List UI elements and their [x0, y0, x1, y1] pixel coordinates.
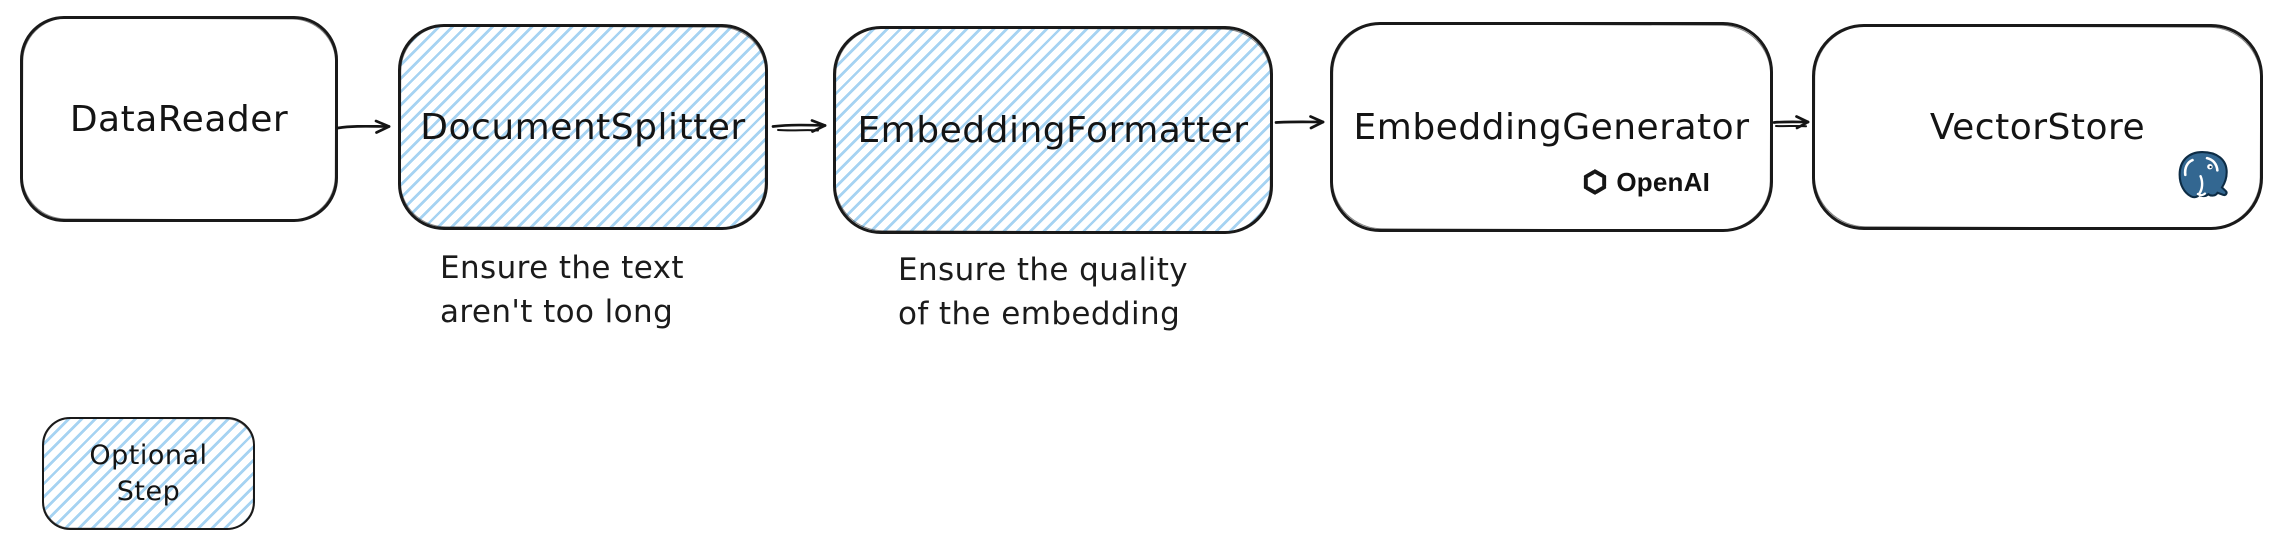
legend-optional-step: Optional Step — [42, 417, 255, 530]
note-documentsplitter: Ensure the text aren't too long — [440, 250, 684, 330]
postgresql-elephant-icon — [2178, 150, 2228, 199]
node-vectorstore-label: VectorStore — [1929, 106, 2146, 148]
arrow-right-icon — [1273, 107, 1331, 137]
arrow-right-icon — [768, 112, 834, 142]
note-embeddingformatter: Ensure the quality of the embedding — [898, 252, 1188, 332]
node-embeddingformatter-label: EmbeddingFormatter — [857, 109, 1249, 151]
openai-provider-badge: OpenAI — [1578, 165, 1710, 199]
node-documentsplitter-label: DocumentSplitter — [420, 106, 746, 148]
node-documentsplitter: DocumentSplitter — [398, 24, 768, 230]
node-embeddingformatter: EmbeddingFormatter — [833, 26, 1273, 234]
arrow-right-icon — [334, 112, 398, 142]
node-vectorstore: VectorStore — [1812, 24, 2263, 230]
arrow-right-icon — [1772, 107, 1814, 137]
node-embeddinggenerator-label: EmbeddingGenerator — [1353, 106, 1750, 148]
node-embeddinggenerator: EmbeddingGenerator OpenAI — [1330, 22, 1773, 232]
legend-optional-step-label: Optional Step — [89, 439, 208, 507]
openai-logo-icon — [1584, 169, 1607, 195]
node-datareader: DataReader — [20, 16, 338, 222]
openai-provider-label: OpenAI — [1616, 166, 1710, 197]
node-datareader-label: DataReader — [69, 98, 289, 140]
